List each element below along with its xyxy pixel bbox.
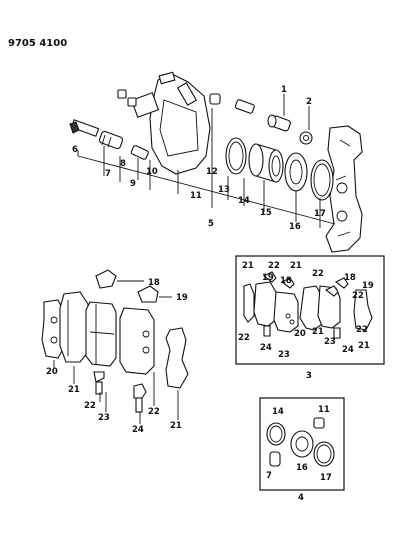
callout: 24 <box>132 425 144 435</box>
bleeder <box>117 89 127 99</box>
callout: 18 <box>148 278 160 288</box>
pad-callouts: 18 19 20 21 22 23 24 22 21 <box>46 278 188 435</box>
callout: 2 <box>306 97 312 107</box>
callout: 22 <box>268 261 280 271</box>
slide-bolt <box>209 93 221 105</box>
diagram-code: 9705 4100 <box>8 38 67 49</box>
kit-number: 4 <box>298 493 304 503</box>
callout: 17 <box>320 473 332 483</box>
callout: 18 <box>280 276 292 286</box>
callout: 15 <box>260 208 272 218</box>
callout: 21 <box>242 261 254 271</box>
brake-pad-outer <box>59 291 89 363</box>
callout: 24 <box>342 345 354 355</box>
pad-clip <box>95 269 117 289</box>
callout: 20 <box>46 367 58 377</box>
callout: 20 <box>294 329 306 339</box>
callout: 9 <box>130 179 136 189</box>
callout: 14 <box>272 407 284 417</box>
washer <box>299 131 313 145</box>
callout: 16 <box>289 222 301 232</box>
callout: 23 <box>98 413 110 423</box>
callout: 7 <box>105 169 111 179</box>
callout: 1 <box>281 85 287 95</box>
kit3-callouts: 21 22 19 18 21 22 18 19 22 24 22 20 21 2… <box>238 261 374 381</box>
callout: 8 <box>120 159 126 169</box>
callout: 5 <box>208 219 214 229</box>
callout: 13 <box>218 185 230 195</box>
brake-pad-inner <box>85 301 117 367</box>
callout: 10 <box>146 167 158 177</box>
dust-boot <box>284 152 308 192</box>
callout: 21 <box>68 385 80 395</box>
callout: 21 <box>170 421 182 431</box>
callout: 21 <box>312 327 324 337</box>
callout: 12 <box>206 167 218 177</box>
wear-indicator <box>93 371 105 383</box>
callout: 14 <box>238 196 250 206</box>
callout: 7 <box>266 471 272 481</box>
caliper-assembly <box>69 71 363 253</box>
callout: 22 <box>312 269 324 279</box>
callout: 6 <box>72 145 78 155</box>
seal-kit-box <box>259 397 345 491</box>
callout: 21 <box>358 341 370 351</box>
callout: 19 <box>262 273 274 283</box>
callout: 22 <box>356 325 368 335</box>
callout: 22 <box>148 407 160 417</box>
callout: 16 <box>296 463 308 473</box>
guide-pin <box>69 119 100 137</box>
kit4-callouts: 14 11 16 7 17 4 <box>266 405 332 503</box>
callout: 19 <box>176 293 188 303</box>
callout: 23 <box>324 337 336 347</box>
callout: 22 <box>84 401 96 411</box>
kit-number: 3 <box>306 371 312 381</box>
callout: 17 <box>314 209 326 219</box>
pin-boot <box>98 130 124 150</box>
sleeve <box>130 145 149 160</box>
callout: 22 <box>352 291 364 301</box>
callout: 21 <box>290 261 302 271</box>
piston <box>248 143 284 183</box>
callout: 22 <box>238 333 250 343</box>
callout: 23 <box>278 350 290 360</box>
callout: 18 <box>344 273 356 283</box>
callout: 19 <box>362 281 374 291</box>
main-callouts: 1 2 6 7 8 9 10 11 12 13 14 15 16 17 5 <box>72 85 326 232</box>
callout: 24 <box>260 343 272 353</box>
callout: 11 <box>190 191 202 201</box>
pad-kit-box <box>235 255 385 365</box>
pad-set <box>41 269 189 424</box>
callout: 11 <box>318 405 330 415</box>
retaining-ring <box>310 159 334 201</box>
